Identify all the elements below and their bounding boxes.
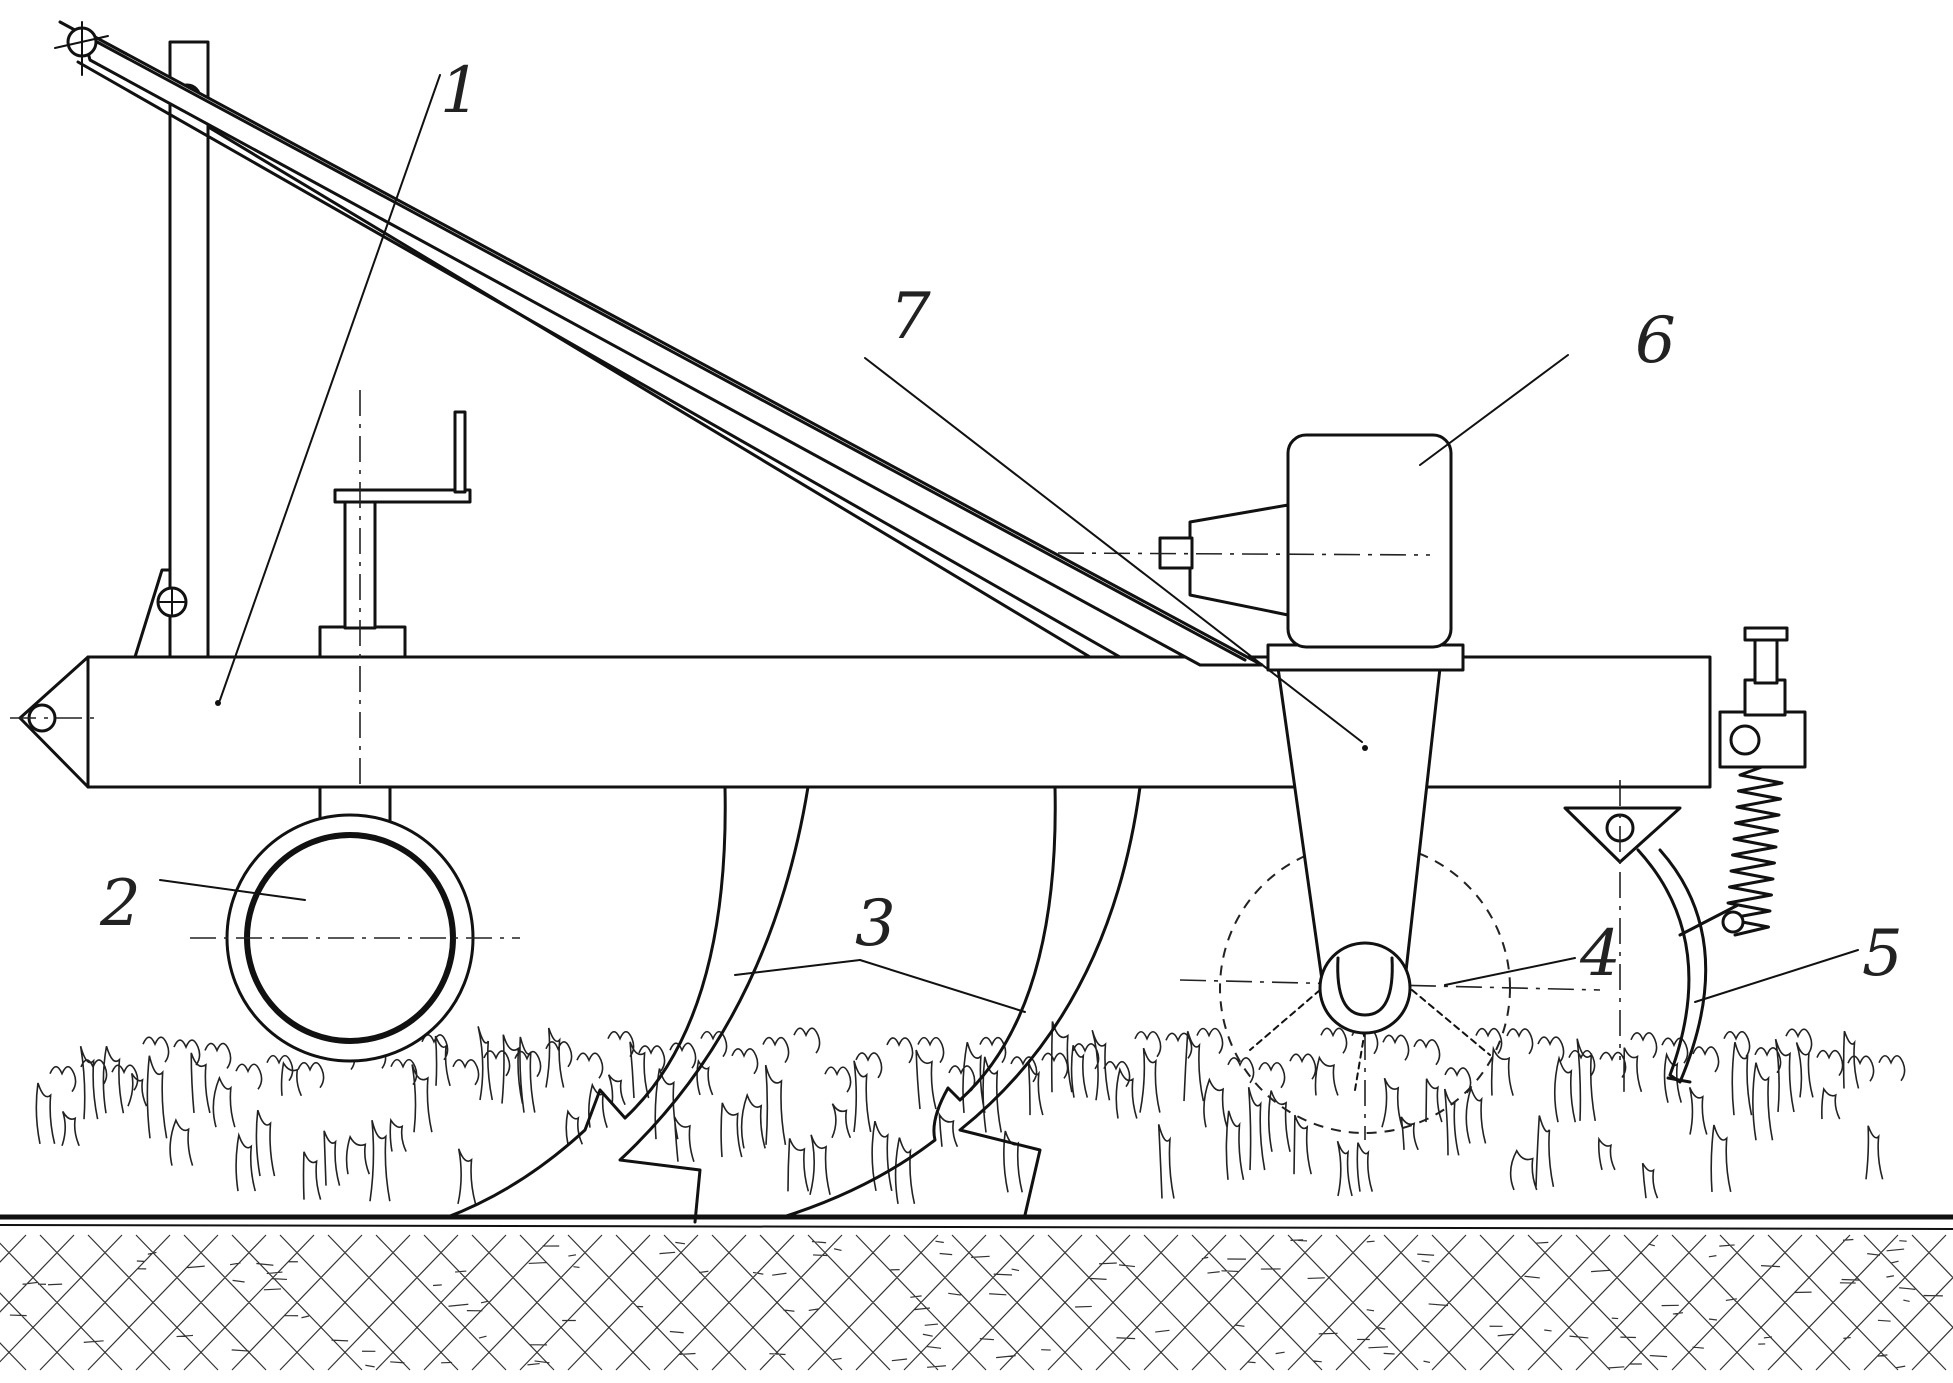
drawbar xyxy=(54,20,1264,667)
motor xyxy=(1057,433,1453,649)
part-labels: 1 2 3 4 5 6 7 xyxy=(99,54,1903,991)
soil-hatch xyxy=(0,1234,1953,1371)
hitch-mast xyxy=(133,40,210,659)
depth-adjust-crank xyxy=(318,390,472,1040)
plough-shanks xyxy=(443,785,1142,1224)
gearbox-housing xyxy=(1266,643,1465,1035)
gauge-wheel xyxy=(190,785,520,1063)
vegetation-layer xyxy=(35,1021,1906,1205)
rear-tine-assembly xyxy=(1563,626,1807,1084)
frame-beam xyxy=(10,655,1712,789)
label-part-2: 2 xyxy=(99,867,141,941)
label-part-7: 7 xyxy=(890,280,931,354)
ground xyxy=(0,1214,1953,1371)
label-part-1: 1 xyxy=(440,54,481,128)
label-part-5: 5 xyxy=(1862,917,1903,991)
label-part-6: 6 xyxy=(1635,304,1676,378)
label-part-3: 3 xyxy=(855,887,896,961)
leader-lines xyxy=(159,74,1859,1013)
grass-tufts xyxy=(35,1021,1906,1205)
soil-texture xyxy=(0,1234,1953,1371)
label-part-4: 4 xyxy=(1579,917,1621,991)
